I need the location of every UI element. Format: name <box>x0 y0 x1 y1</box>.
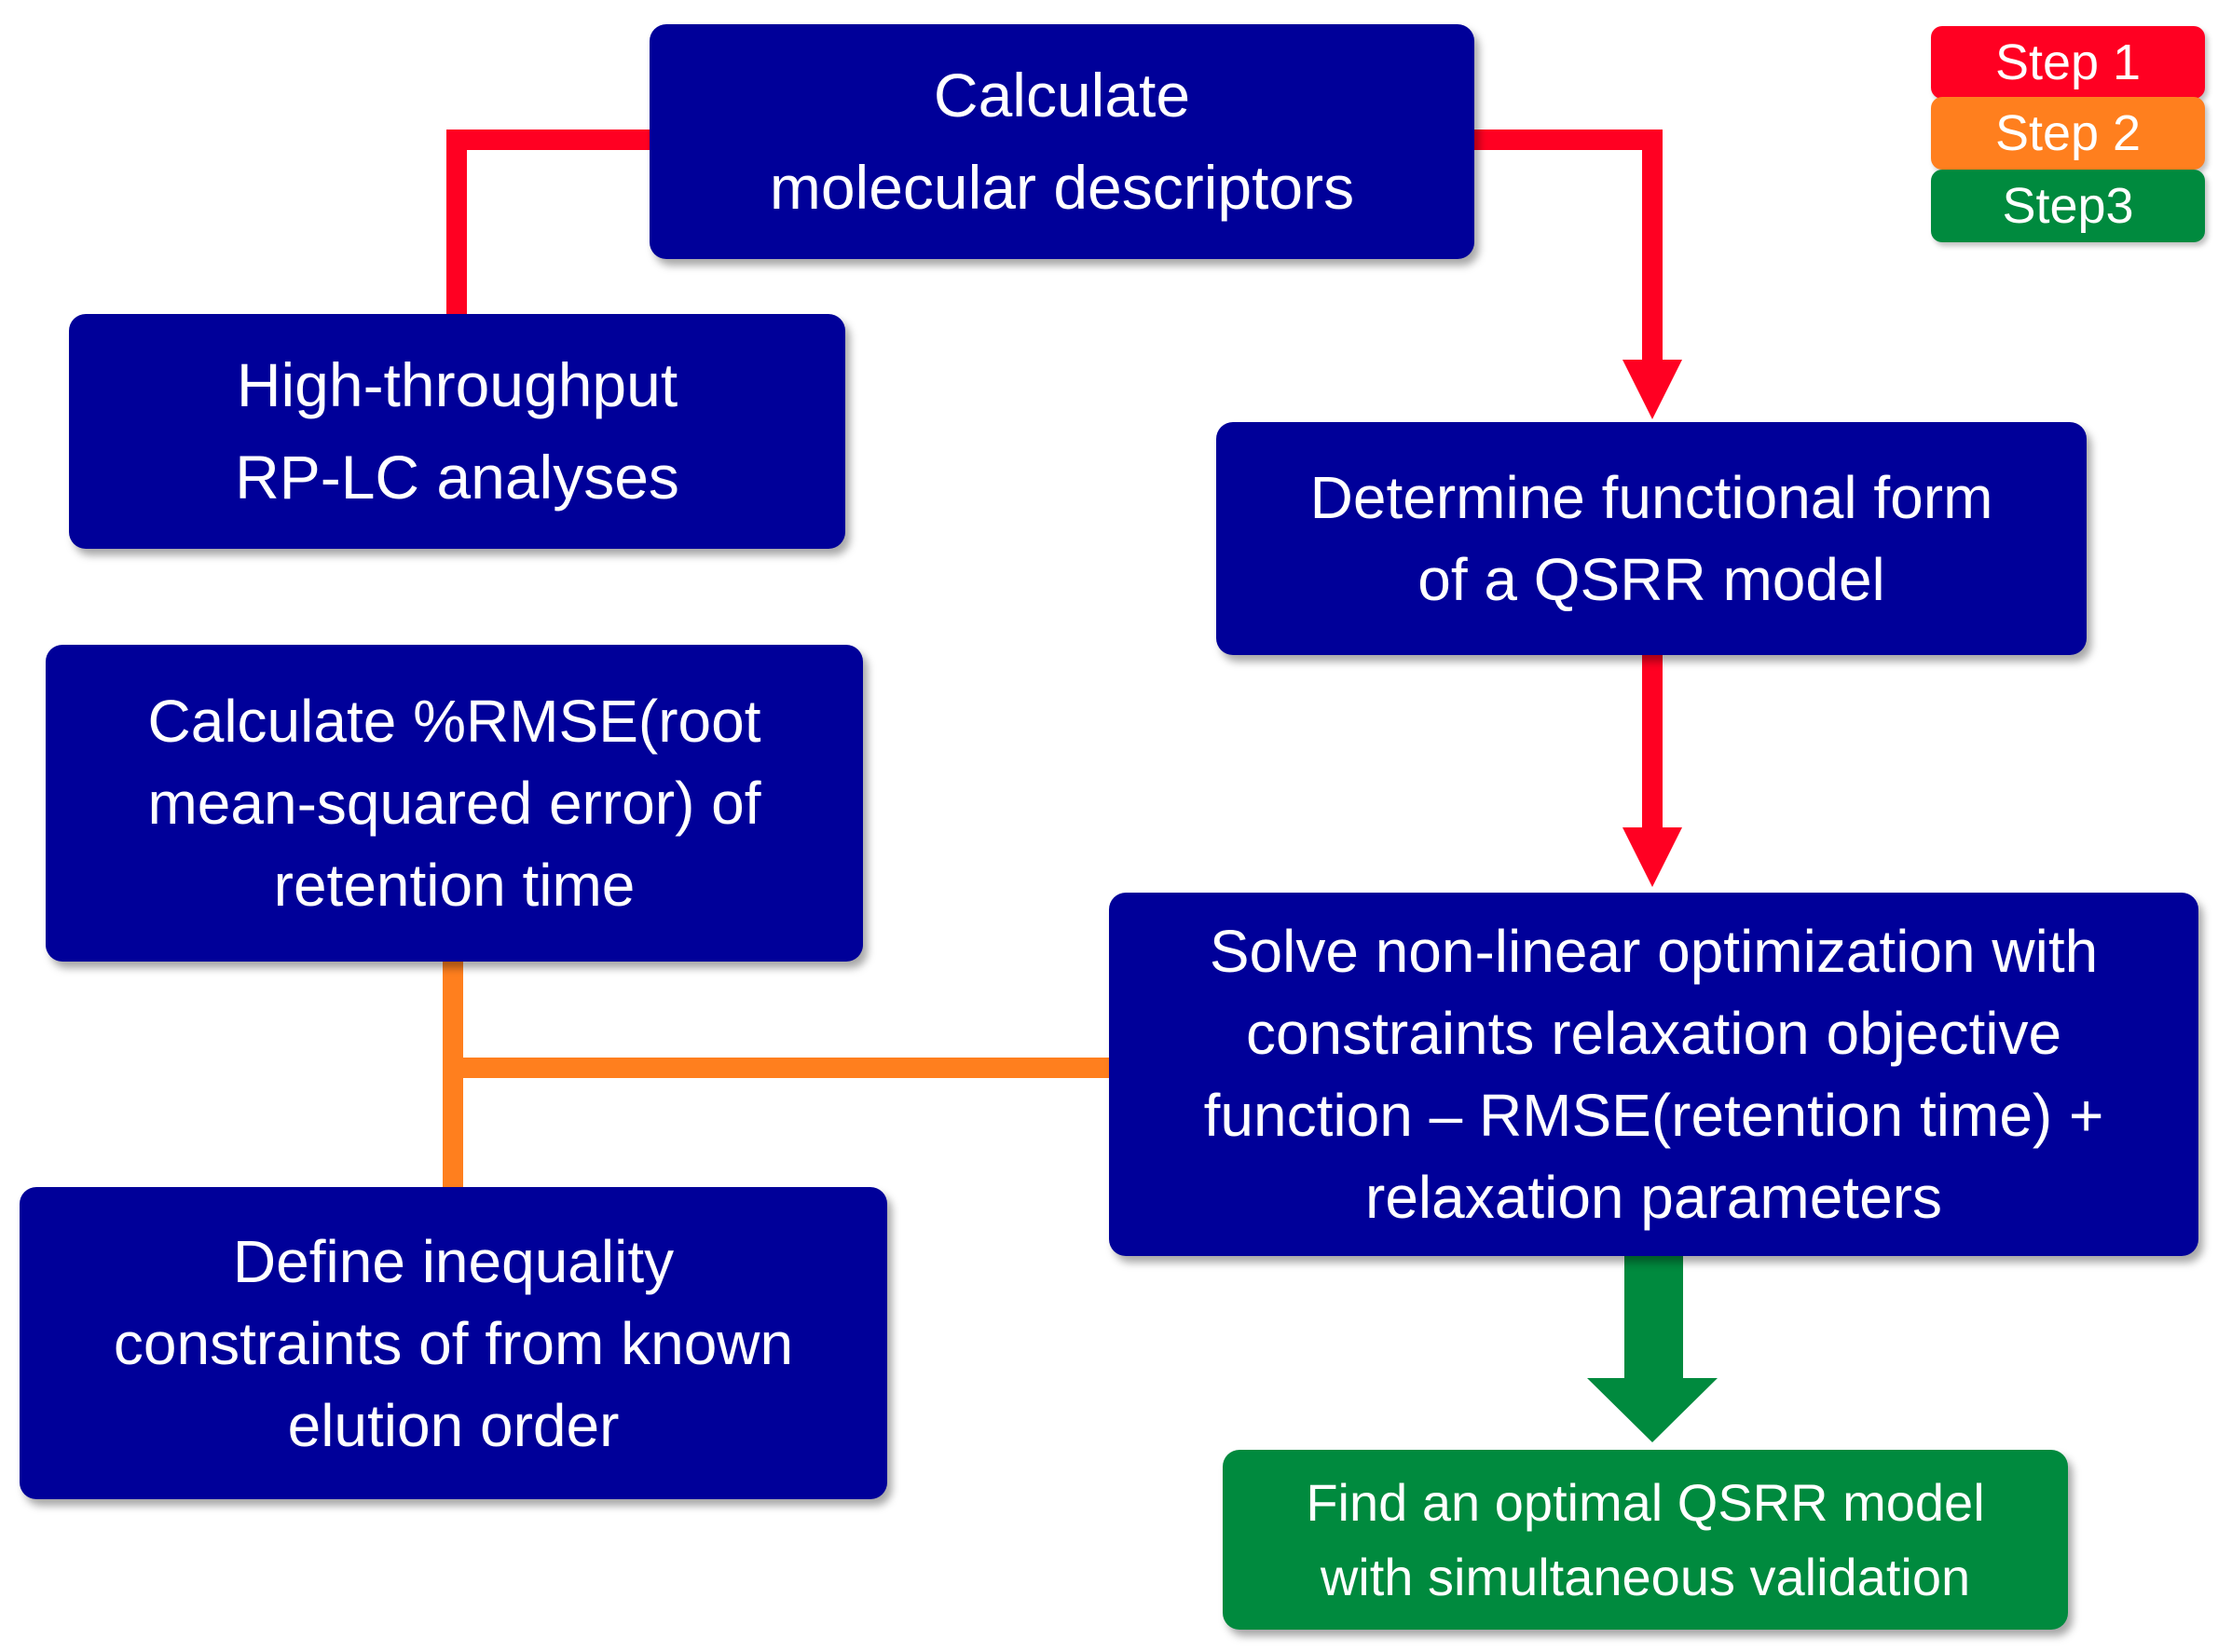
solve-line-4: relaxation parameters <box>1365 1164 1942 1231</box>
functional-form-line-1: Determine functional form <box>1309 464 1993 531</box>
connector-descriptors-to-functional-form <box>1472 130 1663 363</box>
box-solve-nonlinear-optimization: Solve non-linear optimization with const… <box>1109 893 2198 1256</box>
legend-step-2: Step 2 <box>1931 97 2205 170</box>
solve-line-2: constraints relaxation objective <box>1245 1000 2062 1067</box>
box-high-throughput-analyses: High-throughput RP-LC analyses <box>69 314 845 549</box>
arrowhead-to-solve <box>1622 827 1682 887</box>
box-define-inequality-constraints: Define inequality constraints of from kn… <box>20 1187 887 1499</box>
box-calculate-molecular-descriptors: Calculate molecular descriptors <box>650 24 1474 259</box>
legend-step-1: Step 1 <box>1931 26 2205 99</box>
define-constraints-line-2: constraints of from known <box>113 1309 794 1377</box>
optimal-model-line-2: with simultaneous validation <box>1320 1547 1971 1606</box>
optimal-model-line-1: Find an optimal QSRR model <box>1306 1472 1985 1532</box>
calc-descriptors-line-2: molecular descriptors <box>769 153 1355 222</box>
box-calculate-rmse: Calculate %RMSE(root mean-squared error)… <box>46 645 863 962</box>
define-constraints-line-1: Define inequality <box>232 1227 675 1295</box>
calc-rmse-line-3: retention time <box>273 852 636 919</box>
define-constraints-line-3: elution order <box>287 1391 620 1459</box>
calc-rmse-line-1: Calculate %RMSE(root <box>147 688 761 755</box>
calc-rmse-line-2: mean-squared error) of <box>147 770 761 837</box>
legend-step-3: Step3 <box>1931 170 2205 242</box>
solve-line-3: function – RMSE(retention time) + <box>1203 1082 2104 1149</box>
functional-form-line-2: of a QSRR model <box>1417 546 1885 613</box>
arrowhead-to-functional-form <box>1622 360 1682 419</box>
connector-high-throughput-to-descriptors <box>446 130 654 315</box>
high-throughput-line-1: High-throughput <box>236 350 678 419</box>
calc-descriptors-line-1: Calculate <box>933 61 1191 130</box>
arrow-solve-to-optimal-model <box>1587 1252 1718 1442</box>
solve-line-1: Solve non-linear optimization with <box>1209 918 2099 985</box>
high-throughput-line-2: RP-LC analyses <box>235 443 679 512</box>
box-find-optimal-qsrr-model: Find an optimal QSRR model with simultan… <box>1223 1450 2068 1630</box>
box-determine-functional-form: Determine functional form of a QSRR mode… <box>1216 422 2087 655</box>
